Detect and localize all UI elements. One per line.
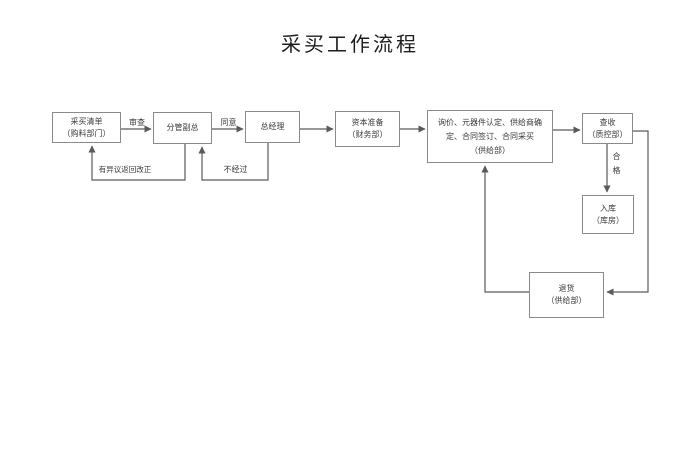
edge-returns-to-procurement [481,165,529,293]
label-review: 审查 [129,118,145,127]
node-sublabel: （库房） [592,215,624,225]
flowchart-node-returns: 退货 （供给部） [529,272,604,318]
node-sublabel: （购料部门） [62,128,111,138]
flowchart-node-procurement-tasks: 询价、元器件认定、供给商确定、合同签订、合同采买 （供给部） [427,110,553,163]
edge-unqualified-to-returns [606,130,649,296]
label-qualified: 合格 [612,152,621,180]
node-label: 退货 [558,284,575,293]
node-label: 查收 [599,117,616,127]
flowchart-node-capital-preparation: 资本准备 （财务部） [335,111,400,147]
edge-not-passed [198,143,269,181]
edge-objection-return [88,144,186,181]
node-sublabel: （供给部） [546,296,587,305]
node-label: 资本准备 [351,118,384,127]
flowchart-node-general-manager: 总经理 [245,111,300,143]
label-agree: 同意 [220,118,237,127]
flowchart-node-inspection: 查收 （质控部） [582,113,633,144]
node-label: 入库 [600,203,616,213]
node-label: 总经理 [260,122,285,131]
diagram-title: 采买工作流程 [281,34,419,56]
node-sublabel: （供给部） [470,145,510,155]
flowchart-node-purchase-list: 采买清单 （购料部门） [52,112,121,143]
node-label: 分管副总 [166,123,199,132]
node-label: 采买清单 [70,116,103,126]
label-not-passed: 不经过 [223,165,248,174]
node-label: 询价、元器件认定、供给商确定、合同签订、合同采买 [438,117,542,141]
flowchart-node-warehousing: 入库 （库房） [582,195,634,234]
node-sublabel: （财务部） [347,130,388,139]
flowchart-node-deputy-gm: 分管副总 [153,112,212,144]
node-sublabel: （质控部） [587,129,628,139]
label-objection-return: 有异议返回改正 [98,165,152,174]
